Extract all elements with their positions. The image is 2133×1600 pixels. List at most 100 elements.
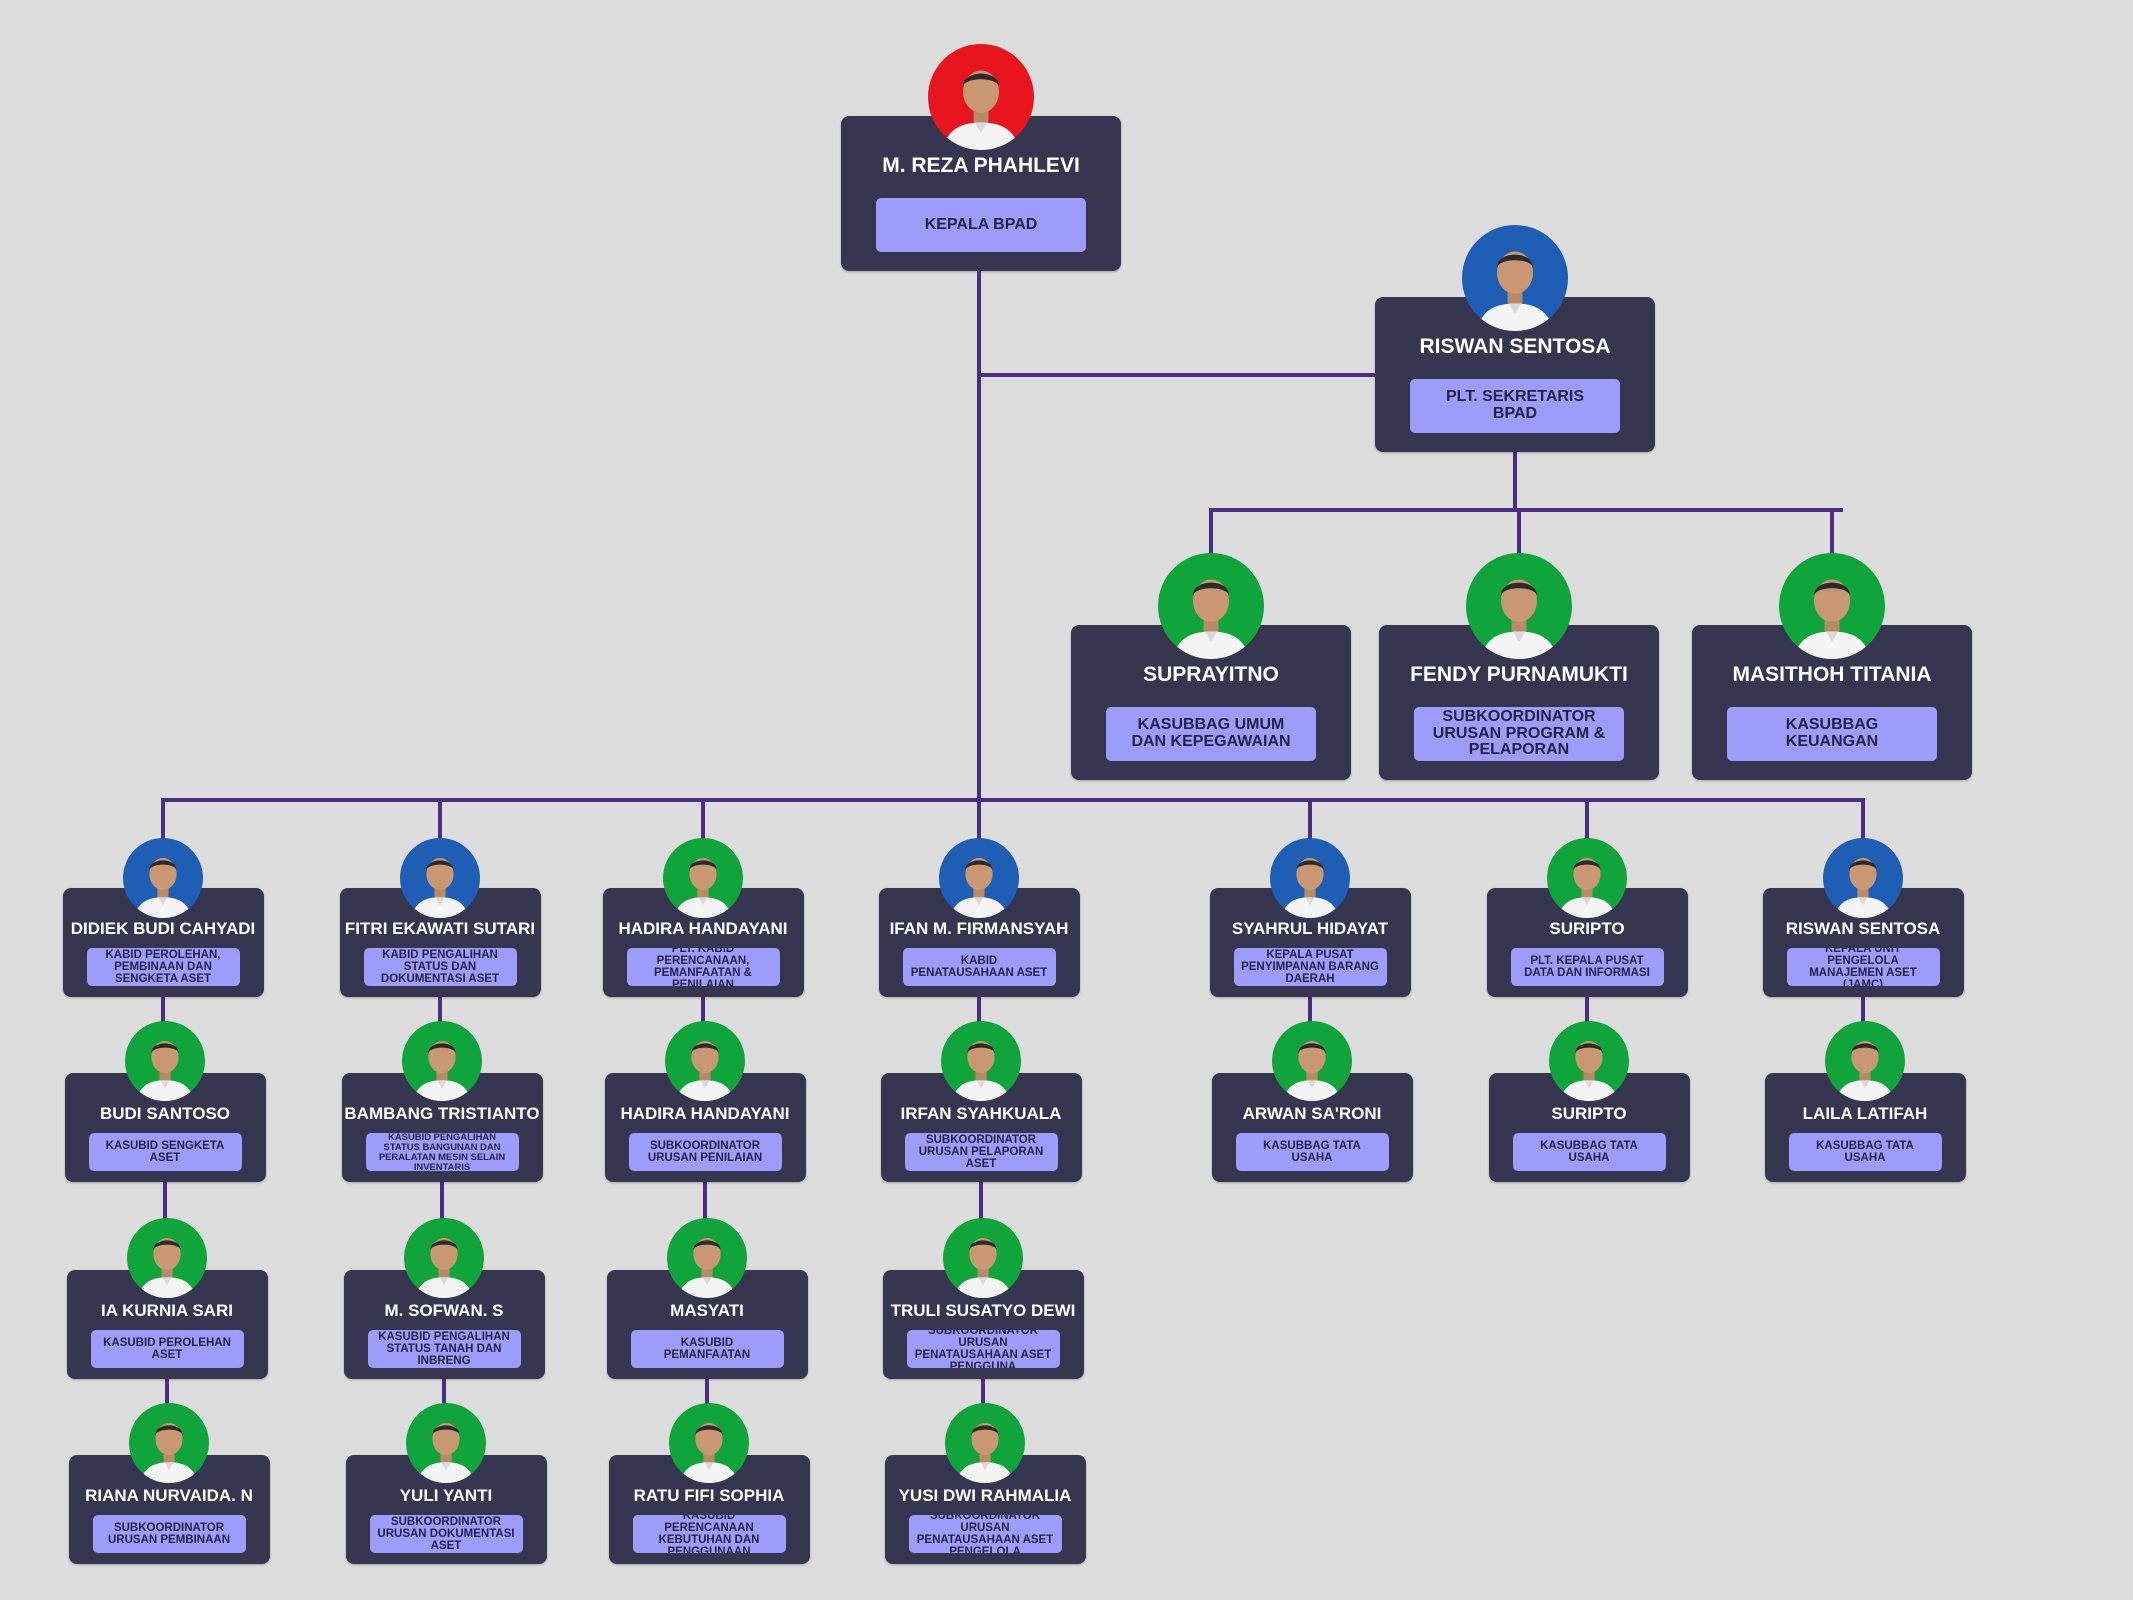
- role-badge: KASUBBAG TATA USAHA: [1235, 1133, 1389, 1171]
- avatar: [941, 1021, 1021, 1101]
- person-name: HADIRA HANDAYANI: [620, 1104, 790, 1123]
- person-name: MASYATI: [670, 1301, 744, 1320]
- role-badge: KASUBID SENGKETA ASET: [88, 1133, 242, 1171]
- avatar: [943, 1218, 1023, 1298]
- person-card: RISWAN SENTOSA PLT. SEKRETARIS BPAD: [1375, 297, 1655, 452]
- person-icon: [942, 70, 1020, 150]
- role-badge: KEPALA UNIT PENGELOLA MANAJEMEN ASET (JA…: [1786, 948, 1940, 986]
- avatar: [129, 1403, 209, 1483]
- person-icon: [136, 1041, 194, 1101]
- person-icon: [140, 1423, 198, 1483]
- role-badge: KASUBID PERENCANAAN KEBUTUHAN DAN PENGGU…: [632, 1515, 786, 1553]
- person-icon: [1281, 858, 1339, 918]
- avatar: [1462, 225, 1568, 331]
- person-icon: [678, 1238, 736, 1298]
- role-badge: KASUBID PENGALIHAN STATUS BANGUNAN DAN P…: [365, 1133, 519, 1171]
- person-name: ARWAN SA'RONI: [1242, 1104, 1382, 1123]
- role-badge: KASUBID PEROLEHAN ASET: [90, 1330, 244, 1368]
- person-name: TRULI SUSATYO DEWI: [890, 1301, 1076, 1320]
- role-badge: KEPALA PUSAT PENYIMPANAN BARANG DAERAH: [1233, 948, 1387, 986]
- avatar: [123, 838, 203, 918]
- role-badge: SUBKOORDINATOR URUSAN PENILAIAN: [628, 1133, 782, 1171]
- role-badge: KASUBID PENGALIHAN STATUS TANAH DAN INBR…: [367, 1330, 521, 1368]
- avatar: [125, 1021, 205, 1101]
- person-name: RIANA NURVAIDA. N: [85, 1486, 253, 1505]
- role-badge: KASUBBAG TATA USAHA: [1788, 1133, 1942, 1171]
- person-icon: [674, 858, 732, 918]
- person-name: FITRI EKAWATI SUTARI: [344, 919, 536, 938]
- avatar: [400, 838, 480, 918]
- person-name: SYAHRUL HIDAYAT: [1231, 919, 1389, 938]
- person-name: YULI YANTI: [399, 1486, 493, 1505]
- role-badge: KABID PEROLEHAN, PEMBINAAN DAN SENGKETA …: [86, 948, 240, 986]
- avatar: [1823, 838, 1903, 918]
- person-name: RATU FIFI SOPHIA: [633, 1486, 785, 1505]
- person-icon: [1476, 251, 1554, 331]
- avatar: [1549, 1021, 1629, 1101]
- role-badge: SUBKOORDINATOR URUSAN PEMBINAAN: [92, 1515, 246, 1553]
- person-icon: [952, 1041, 1010, 1101]
- person-name: IA KURNIA SARI: [101, 1301, 233, 1320]
- person-icon: [1560, 1041, 1618, 1101]
- role-badge: SUBKOORDINATOR URUSAN PENATAUSAHAAN ASET…: [906, 1330, 1060, 1368]
- person-name: IRFAN SYAHKUALA: [900, 1104, 1062, 1123]
- person-card: HADIRA HANDAYANI PLT. KABID PERENCANAAN, …: [602, 888, 804, 997]
- person-name: YUSI DWI RAHMALIA: [898, 1486, 1072, 1505]
- person-icon: [417, 1423, 475, 1483]
- person-icon: [1834, 858, 1892, 918]
- person-icon: [1836, 1041, 1894, 1101]
- person-name: M. SOFWAN. S: [384, 1301, 504, 1320]
- avatar: [1779, 553, 1885, 659]
- role-badge: KASUBID PEMANFAATAN: [630, 1330, 784, 1368]
- avatar: [665, 1021, 745, 1101]
- person-icon: [411, 858, 469, 918]
- avatar: [406, 1403, 486, 1483]
- person-card: HADIRA HANDAYANI SUBKOORDINATOR URUSAN PE…: [604, 1073, 806, 1182]
- person-icon: [415, 1238, 473, 1298]
- avatar: [404, 1218, 484, 1298]
- role-badge: PLT. SEKRETARIS BPAD: [1410, 379, 1620, 433]
- role-badge: SUBKOORDINATOR URUSAN PROGRAM & PELAPORA…: [1414, 707, 1624, 761]
- person-name: BAMBANG TRISTIANTO: [344, 1104, 540, 1123]
- role-badge: KEPALA BPAD: [876, 198, 1086, 252]
- person-name: M. REZA PHAHLEVI: [882, 154, 1080, 177]
- avatar: [1547, 838, 1627, 918]
- avatar: [1272, 1021, 1352, 1101]
- avatar: [1825, 1021, 1905, 1101]
- person-name: RISWAN SENTOSA: [1785, 919, 1941, 938]
- avatar: [402, 1021, 482, 1101]
- role-badge: KASUBBAG TATA USAHA: [1512, 1133, 1666, 1171]
- person-icon: [950, 858, 1008, 918]
- role-badge: KABID PENATAUSAHAAN ASET: [902, 948, 1056, 986]
- person-name: SUPRAYITNO: [1143, 663, 1279, 686]
- avatar: [928, 44, 1034, 150]
- role-badge: SUBKOORDINATOR URUSAN DOKUMENTASI ASET: [369, 1515, 523, 1553]
- person-name: RISWAN SENTOSA: [1419, 335, 1611, 358]
- role-badge: KABID PENGALIHAN STATUS DAN DOKUMENTASI …: [363, 948, 517, 986]
- role-badge: KASUBBAG UMUM DAN KEPEGAWAIAN: [1106, 707, 1316, 761]
- person-icon: [1793, 579, 1871, 659]
- person-card: IA KURNIA SARI KASUBID PEROLEHAN ASET: [66, 1270, 268, 1379]
- person-icon: [138, 1238, 196, 1298]
- person-icon: [954, 1238, 1012, 1298]
- person-icon: [676, 1041, 734, 1101]
- avatar: [1158, 553, 1264, 659]
- person-name: BUDI SANTOSO: [99, 1104, 231, 1123]
- person-icon: [134, 858, 192, 918]
- avatar: [127, 1218, 207, 1298]
- person-card: MASYATI KASUBID PEMANFAATAN: [606, 1270, 808, 1379]
- person-card: RIANA NURVAIDA. N SUBKOORDINATOR URUSAN P…: [68, 1455, 270, 1564]
- avatar: [667, 1218, 747, 1298]
- person-icon: [1172, 579, 1250, 659]
- avatar: [945, 1403, 1025, 1483]
- person-icon: [413, 1041, 471, 1101]
- person-name: HADIRA HANDAYANI: [618, 919, 788, 938]
- person-icon: [1283, 1041, 1341, 1101]
- role-badge: PLT. KABID PERENCANAAN, PEMANFAATAN & PE…: [626, 948, 780, 986]
- role-badge: PLT. KEPALA PUSAT DATA DAN INFORMASI: [1510, 948, 1664, 986]
- avatar: [669, 1403, 749, 1483]
- person-name: MASITHOH TITANIA: [1732, 663, 1932, 686]
